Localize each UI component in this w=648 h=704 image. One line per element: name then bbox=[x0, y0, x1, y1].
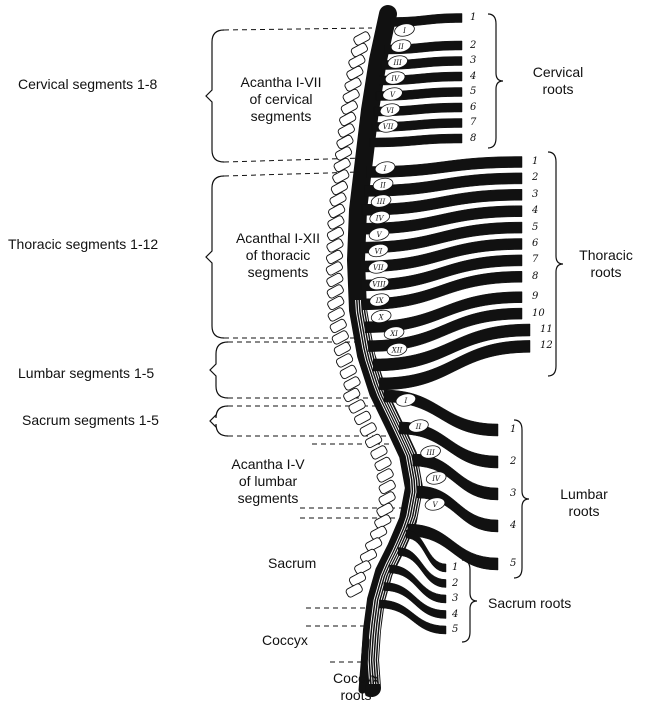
bracket-lumbar bbox=[210, 342, 228, 398]
thoracic-root-number: 2 bbox=[532, 173, 538, 183]
cervical-root-number: 2 bbox=[470, 41, 476, 51]
cervical-vertebra-numeral-label: VI bbox=[386, 107, 394, 115]
thoracic-vertebra-numeral-label: I bbox=[383, 165, 387, 173]
lumbar-root-number: 1 bbox=[510, 425, 516, 435]
lumbar-vertebra-numeral-label: III bbox=[425, 449, 435, 457]
thoracic-root-number: 4 bbox=[532, 206, 538, 216]
thoracic-vertebra-numeral-label: VI bbox=[374, 248, 382, 256]
lumbar-root-number: 4 bbox=[510, 521, 516, 531]
cervical-vertebra-numeral-label: III bbox=[393, 59, 403, 67]
thoracic-root-number: 3 bbox=[532, 190, 538, 200]
thoracic-vertebra-numeral-label: XII bbox=[391, 347, 403, 355]
cervical-root-number: 1 bbox=[470, 13, 476, 23]
thoracic-vertebra-numeral-label: XI bbox=[389, 330, 398, 338]
label-cervical-roots: Cervical roots bbox=[518, 64, 598, 98]
sacral-root-number: 2 bbox=[452, 579, 458, 589]
thoracic-root-number: 7 bbox=[532, 255, 538, 265]
vertebral-body bbox=[345, 583, 363, 598]
thoracic-root-number: 9 bbox=[532, 292, 538, 302]
thoracic-root-number: 1 bbox=[532, 157, 538, 167]
label-thoracic-roots: Thoracic roots bbox=[566, 247, 646, 281]
label-coccyx: Coccyx bbox=[262, 632, 308, 649]
sacral-root-number: 1 bbox=[452, 563, 458, 573]
thoracic-vertebra-numeral-label: III bbox=[376, 198, 386, 206]
label-sacrum: Sacrum bbox=[268, 555, 316, 572]
bracket-sacrum bbox=[210, 406, 228, 436]
cervical-root bbox=[370, 134, 462, 147]
thoracic-vertebra-numeral-label: IV bbox=[375, 215, 385, 223]
vertebral-body bbox=[327, 215, 345, 230]
lumbar-root-number: 2 bbox=[510, 457, 516, 467]
sacral-root-number: 3 bbox=[452, 594, 458, 604]
vertebral-body bbox=[327, 203, 345, 218]
label-cervical-segments: Cervical segments 1-8 bbox=[18, 76, 157, 93]
label-coccyx-roots: Coccyx roots bbox=[322, 670, 390, 704]
cervical-vertebra-numeral-label: VII bbox=[383, 123, 394, 131]
cervical-vertebra-numeral-label: I bbox=[402, 27, 406, 35]
label-thoracic-acanthal: Acanthal I-XII of thoracic segments bbox=[222, 230, 334, 281]
thoracic-root-number: 5 bbox=[532, 223, 538, 233]
brace-cervical-roots bbox=[488, 14, 503, 148]
thoracic-root-number: 6 bbox=[532, 239, 538, 249]
label-lumbar-acantha: Acantha I-V of lumbar segments bbox=[216, 456, 320, 507]
thoracic-root-number: 12 bbox=[540, 341, 553, 351]
label-sacrum-roots: Sacrum roots bbox=[488, 595, 571, 612]
cervical-root-number: 3 bbox=[470, 56, 476, 66]
cervical-vertebra-numeral-label: IV bbox=[390, 75, 400, 83]
label-sacrum-segments: Sacrum segments 1-5 bbox=[22, 412, 159, 429]
label-lumbar-segments: Lumbar segments 1-5 bbox=[18, 365, 154, 382]
lumbar-root-number: 3 bbox=[510, 489, 516, 499]
label-thoracic-segments: Thoracic segments 1-12 bbox=[8, 236, 158, 253]
vertebral-body bbox=[353, 410, 371, 425]
thoracic-vertebra-numeral-label: X bbox=[378, 314, 385, 322]
lumbar-root-number: 5 bbox=[510, 559, 516, 569]
thoracic-root-number: 11 bbox=[540, 325, 553, 335]
cervical-root-number: 6 bbox=[470, 103, 476, 113]
cervical-root-number: 4 bbox=[470, 72, 476, 82]
thoracic-vertebra-numeral-label: VII bbox=[373, 264, 384, 272]
thoracic-vertebra-numeral-label: VIII bbox=[372, 281, 386, 289]
cervical-root-number: 7 bbox=[470, 118, 476, 128]
thoracic-vertebra-numeral-label: II bbox=[379, 182, 386, 190]
lumbar-vertebra-numeral-label: IV bbox=[431, 475, 441, 483]
lumbar-vertebra-numeral-label: II bbox=[415, 423, 422, 431]
dash-cervical-top bbox=[224, 28, 372, 30]
cervical-root-number: 5 bbox=[470, 87, 476, 97]
cervical-root-number: 8 bbox=[470, 134, 476, 144]
label-cervical-acantha: Acantha I-VII of cervical segments bbox=[226, 74, 336, 125]
brace-lumbar-roots bbox=[514, 420, 529, 578]
thoracic-root-number: 10 bbox=[532, 309, 545, 319]
bracket-cervical bbox=[206, 30, 224, 162]
thoracic-root-number: 8 bbox=[532, 272, 538, 282]
cervical-vertebra-numeral-label: II bbox=[397, 43, 404, 51]
brace-sacrum-roots bbox=[462, 560, 477, 642]
sacral-root-number: 4 bbox=[452, 610, 458, 620]
thoracic-vertebra-numeral-label: IX bbox=[375, 297, 385, 305]
lumbar-vertebra-numeral-label: I bbox=[403, 397, 407, 405]
sacral-root-number: 5 bbox=[452, 625, 458, 635]
label-lumbar-roots: Lumbar roots bbox=[544, 486, 624, 520]
